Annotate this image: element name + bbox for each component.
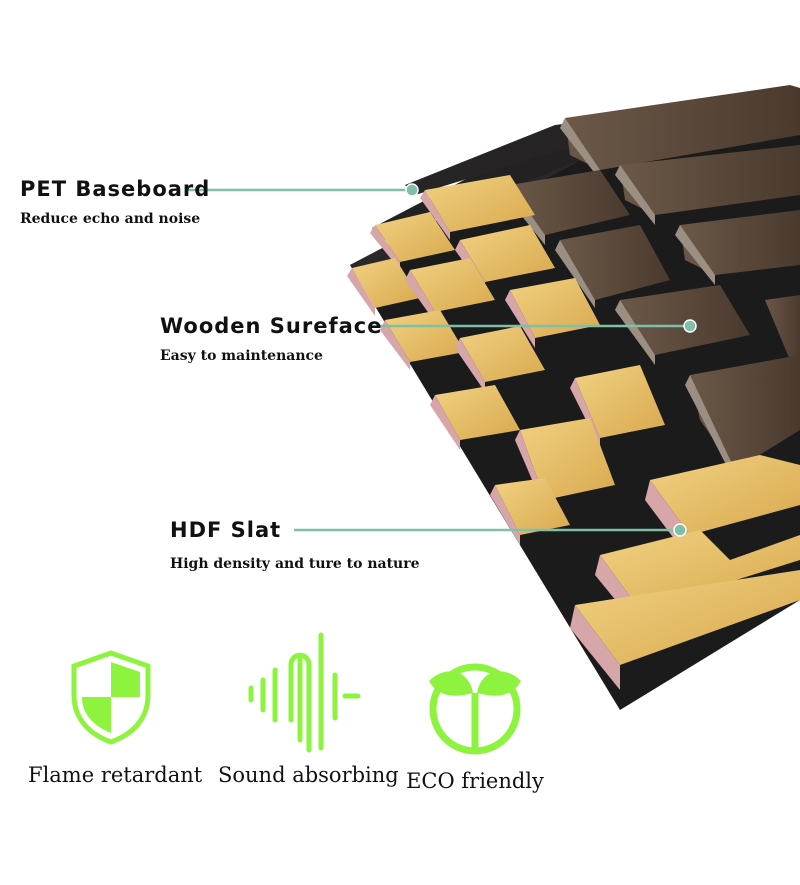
feature-subtitle: Reduce echo and noise <box>20 211 201 227</box>
benefit-flame-retardant: Flame retardant <box>28 650 203 787</box>
benefit-label: Sound absorbing <box>218 763 399 787</box>
feature-pet-baseboard: PET Baseboard Reduce echo and noise <box>20 177 210 227</box>
light-wood-slats <box>347 175 800 690</box>
feature-title: HDF Slat <box>170 518 282 542</box>
feature-wooden-surface: Wooden Sureface Easy to maintenance <box>160 314 382 364</box>
callout-lines <box>186 183 697 537</box>
feature-subtitle: High density and ture to nature <box>170 556 420 572</box>
benefit-sound-absorbing: Sound absorbing <box>218 630 399 787</box>
benefit-eco-friendly: ECO friendly <box>405 655 545 793</box>
benefit-label: ECO friendly <box>406 769 544 793</box>
benefit-label: Flame retardant <box>28 763 203 787</box>
feature-title: Wooden Sureface <box>160 314 383 338</box>
feature-subtitle: Easy to maintenance <box>160 348 323 364</box>
sprout-icon <box>429 663 521 755</box>
feature-hdf-slat: HDF Slat High density and ture to nature <box>170 518 420 572</box>
sound-wave-icon <box>248 632 361 753</box>
feature-title: PET Baseboard <box>20 177 211 201</box>
dark-wood-slats <box>505 85 800 482</box>
shield-icon <box>71 650 150 745</box>
